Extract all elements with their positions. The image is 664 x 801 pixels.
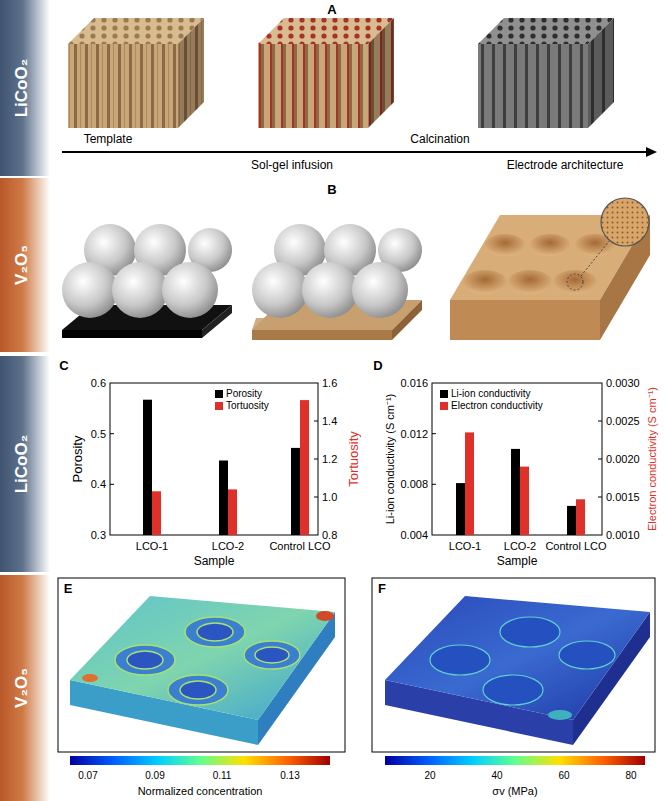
axis-title: Tortuosity	[347, 431, 362, 487]
legend-swatch	[440, 402, 448, 410]
tick-label: 1.2	[322, 453, 337, 466]
tick-label: 0.8	[322, 529, 337, 542]
tick-label: 0.0015	[606, 491, 640, 504]
band-label: V₂O₅	[12, 245, 32, 285]
axis-title: Sample	[194, 555, 235, 569]
colorbar-tick: 0.13	[280, 770, 299, 782]
tick-label: 0.0030	[606, 377, 640, 390]
tick-label: 0.5	[91, 427, 106, 440]
category-label: LCO-1	[136, 540, 168, 553]
colorbar-tick: 40	[491, 770, 502, 782]
panel-letter: C	[59, 359, 68, 374]
side-band: LiCoO₂	[0, 0, 50, 176]
axis-title: Sample	[497, 555, 538, 569]
step-label: Calcination	[410, 133, 469, 147]
legend-swatch	[440, 390, 448, 398]
colorbar-tick: 0.11	[213, 770, 232, 782]
category-label: LCO-2	[212, 540, 244, 553]
legend-text: Li-ion conductivity	[451, 388, 530, 400]
colorbar-tick: 80	[625, 770, 636, 782]
tick-label: 0.0025	[606, 415, 640, 428]
legend-swatch	[215, 390, 223, 398]
band-label: LiCoO₂	[12, 435, 32, 494]
legend-text: Porosity	[226, 388, 262, 400]
legend-swatch	[215, 402, 223, 410]
tick-label: 0.3	[91, 529, 106, 542]
panel-letter: F	[378, 582, 386, 597]
category-label: LCO-1	[449, 540, 481, 553]
legend-text: Tortuosity	[226, 400, 269, 412]
step-label: Electrode architecture	[507, 159, 624, 173]
panel-letter: A	[327, 3, 336, 18]
tick-label: 0.012	[400, 427, 428, 440]
axis-title: Porosity	[71, 436, 86, 483]
band-label: V₂O₅	[12, 668, 32, 708]
tick-label: 0.004	[400, 529, 428, 542]
colorbar-title: Normalized concentration	[138, 785, 263, 798]
panel-letter: B	[327, 183, 336, 198]
category-label: LCO-2	[504, 540, 536, 553]
tick-label: 1.6	[322, 377, 337, 390]
tick-label: 0.6	[91, 377, 106, 390]
tick-label: 0.016	[400, 377, 428, 390]
category-label: Control LCO	[545, 540, 606, 553]
colorbar-tick: 0.07	[78, 770, 97, 782]
side-band: V₂O₅	[0, 178, 50, 352]
side-band: V₂O₅	[0, 575, 50, 801]
axis-title: Electron conductivity (S cm⁻¹)	[646, 387, 659, 531]
colorbar-tick: 20	[424, 770, 435, 782]
colorbar-tick: 0.09	[145, 770, 164, 782]
tick-label: 0.008	[400, 478, 428, 491]
tick-label: 0.0010	[606, 529, 640, 542]
side-band: LiCoO₂	[0, 356, 50, 572]
step-label: Template	[84, 133, 133, 147]
band-label: LiCoO₂	[12, 59, 32, 118]
tick-label: 1.4	[322, 415, 337, 428]
colorbar-tick: 60	[558, 770, 569, 782]
legend-text: Electron conductivity	[451, 400, 543, 412]
tick-label: 1.0	[322, 491, 337, 504]
panel-letter: D	[373, 359, 382, 374]
axis-title: Li-ion conductivity (S cm⁻¹)	[384, 394, 397, 525]
tick-label: 0.4	[91, 478, 106, 491]
panel-letter: E	[64, 582, 73, 597]
colorbar-title: σv (MPa)	[492, 785, 537, 798]
category-label: Control LCO	[269, 540, 330, 553]
tick-label: 0.0020	[606, 453, 640, 466]
step-label: Sol-gel infusion	[251, 159, 333, 173]
